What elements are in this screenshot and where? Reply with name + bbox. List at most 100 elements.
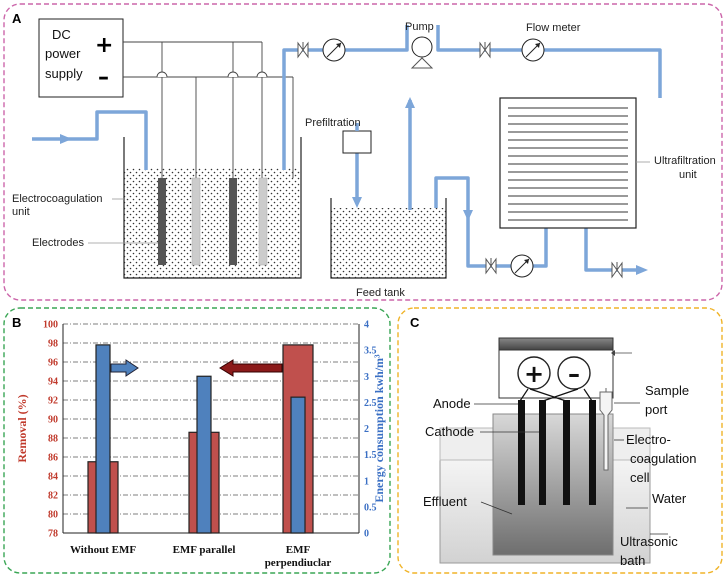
cathode-2 [589,400,596,505]
electrocoagulation-water [124,168,301,278]
right-tick-label: 4 [364,320,369,331]
right-tick-label: 1.5 [364,450,377,461]
negative-terminal-c [557,356,591,390]
power-wires-c [519,388,593,402]
electrode-2 [191,177,201,266]
right-tick-label: 0 [364,529,369,540]
sample-port-label-line1: Sample [645,383,689,398]
right-tick-label: 3 [364,372,369,383]
power-supply-label-line3: supply [45,66,83,81]
anode-1 [518,400,525,505]
inlet-arrow [60,134,72,144]
anode-2 [563,400,570,505]
electrode-3 [229,178,237,265]
sample-port-label-line2: port [645,402,668,417]
feed-tank [330,198,447,279]
prefiltration-box [342,130,372,154]
panel-b-border [3,307,391,574]
valve-3 [485,257,497,275]
panel-b: B 788082848688909294969810000.511.522.53… [3,307,391,574]
panel-a: A DC power supply + – [3,3,723,301]
left-tick-label: 90 [48,415,58,426]
minus-terminal: – [98,65,109,90]
power-supply-label-line1: DC [52,27,71,42]
left-tick-label: 84 [48,472,58,483]
feed-tank-label: Feed tank [356,287,405,299]
category-label: EMF parallel [173,544,236,556]
pump [410,36,434,69]
left-tick-label: 100 [43,320,58,331]
feed-tank-arrow [352,197,362,208]
left-tick-label: 94 [48,377,58,388]
flow-meter-2 [521,38,545,62]
left-tick-label: 96 [48,358,58,369]
right-tick-label: 2.5 [364,398,377,409]
recycle-arrow [463,210,473,221]
power-supply-c-top [498,337,614,351]
left-tick-label: 86 [48,453,58,464]
effluent-label: Effluent [423,494,467,509]
electrocoagulation-label-line1: Electrocoagulation [12,193,103,205]
power-supply-c-body [498,349,614,399]
electro-cell-label-line3: cell [630,470,650,485]
outlet-arrow [636,265,648,275]
electrodes-label: Electrodes [32,237,84,249]
ultrafiltration-label-line1: Ultrafiltration [654,155,716,167]
right-tick-label: 2 [364,424,369,435]
electrode-4 [258,177,268,266]
panel-b-letter: B [12,315,21,330]
wire-crossing-marks [156,71,268,78]
electrocoagulation-tank [123,137,302,279]
right-tick-label: 0.5 [364,502,377,513]
left-tick-label: 80 [48,510,58,521]
pump-inlet-arrow [405,97,415,108]
category-label-line2: perpendiuclar [265,557,332,569]
energy-bar [196,375,212,534]
sample-port [599,391,613,471]
electro-cell-label-line1: Electro- [626,432,671,447]
valve-4 [611,261,623,279]
right-tick-label: 1 [364,476,369,487]
ultrasonic-label-line2: bath [620,553,645,568]
cathode-1 [539,400,546,505]
left-axis-title: Removal (%) [15,394,29,462]
panel-c-border [397,307,723,574]
electro-cell-label-line2: coagulation [630,451,697,466]
dc-power-supply [38,18,124,98]
panel-a-border [3,3,723,301]
cathode-label: Cathode [425,424,474,439]
anode-label: Anode [433,396,471,411]
removal-energy-chart: 788082848688909294969810000.511.522.533.… [15,320,386,570]
left-tick-label: 98 [48,339,58,350]
feed-tank-water [331,208,446,278]
energy-bar [290,396,306,534]
left-axis-arrow [219,359,283,377]
minus-symbol-c: – [568,360,580,388]
panel-a-letter: A [12,11,22,26]
pump-label: Pump [405,21,434,33]
water-label: Water [652,491,687,506]
ultrafiltration-membranes [508,107,628,221]
positive-terminal-c [517,356,551,390]
ultrafiltration-unit [499,97,637,229]
left-tick-label: 92 [48,396,58,407]
right-axis-title: Energy consumption kwh/m³ [372,354,386,503]
panel-c-letter: C [410,315,420,330]
valve-2 [479,41,491,59]
energy-bar [95,344,111,534]
plus-symbol-c: + [524,360,544,388]
right-axis-arrow [110,359,139,377]
flow-meter-3 [510,254,534,278]
right-tick-label: 3.5 [364,346,377,357]
flow-meter-1 [322,38,346,62]
power-supply-label-line2: power [45,46,81,61]
left-tick-label: 88 [48,434,58,445]
electrode-1 [158,178,166,265]
category-label: Without EMF [70,544,136,556]
ultrafiltration-label-line2: unit [679,169,697,181]
plus-terminal: + [95,33,113,58]
prefiltration-label: Prefiltration [305,117,361,129]
ultrasonic-label-line1: Ultrasonic [620,534,678,549]
flow-meter-label: Flow meter [526,22,581,34]
